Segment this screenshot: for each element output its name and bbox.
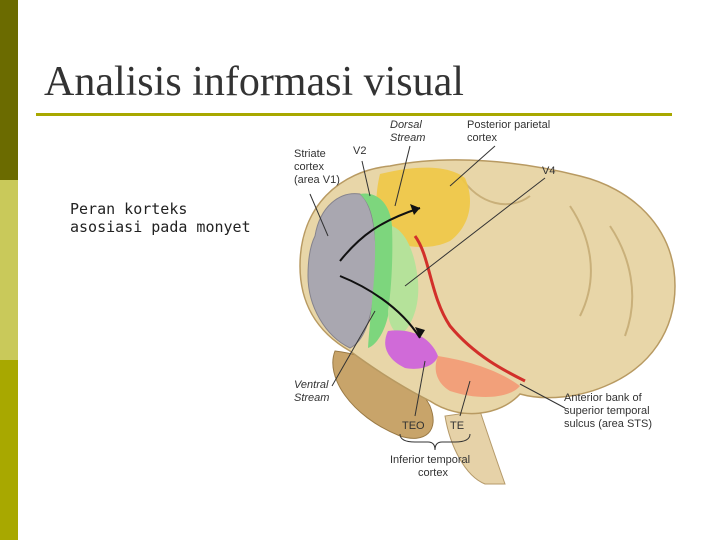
label-striate: Striate xyxy=(294,148,326,160)
it-cortex-brace xyxy=(399,433,471,451)
gyrus-line xyxy=(569,205,592,317)
label-v2: V2 xyxy=(353,145,366,157)
label-it-cortex: cortex xyxy=(418,467,448,479)
label-posterior-parietal: Posterior parietal xyxy=(467,119,550,131)
slide-title: Analisis informasi visual xyxy=(44,59,464,105)
ventral-stream-arrow xyxy=(339,275,421,339)
leader-line xyxy=(309,193,329,237)
dorsal-stream-arrow xyxy=(339,207,421,262)
label-dorsal-stream: Dorsal xyxy=(390,119,422,131)
label-ventral-stream: Ventral xyxy=(294,379,329,391)
side-bar-top xyxy=(0,0,18,180)
dorsal-arrowhead xyxy=(410,204,420,215)
area-te xyxy=(435,356,520,398)
ventral-arrowhead xyxy=(415,327,425,338)
area-teo xyxy=(385,330,438,369)
leader-line xyxy=(331,310,376,387)
label-ventral-stream: Stream xyxy=(294,392,329,404)
label-sts: sulcus (area STS) xyxy=(564,418,652,430)
slide-caption: Peran korteks asosiasi pada monyet xyxy=(70,200,251,236)
label-it-cortex: Inferior temporal xyxy=(390,454,470,466)
label-sts: superior temporal xyxy=(564,405,650,417)
label-striate: cortex xyxy=(294,161,324,173)
label-striate: (area V1) xyxy=(294,174,340,186)
label-teo: TEO xyxy=(402,420,425,432)
label-te: TE xyxy=(450,420,464,432)
side-bar-bottom xyxy=(0,360,18,540)
leader-line xyxy=(459,380,471,417)
label-posterior-parietal: cortex xyxy=(467,132,497,144)
sts-sulcus xyxy=(413,235,526,383)
side-bar-middle xyxy=(0,180,18,360)
brain-diagram: Dorsal Stream Posterior parietal cortex … xyxy=(294,119,676,485)
leader-line xyxy=(394,145,411,207)
label-dorsal-stream: Stream xyxy=(390,132,425,144)
leader-line xyxy=(414,360,426,417)
label-v4: V4 xyxy=(542,165,555,177)
leader-line xyxy=(449,145,496,187)
leader-line xyxy=(404,177,546,287)
gyrus-line xyxy=(609,225,634,337)
monkey-brain-figure: Dorsal Stream Posterior parietal cortex … xyxy=(280,116,680,486)
leader-line xyxy=(361,160,371,197)
brainstem xyxy=(444,410,506,485)
area-v2 xyxy=(360,193,394,348)
title-underline xyxy=(36,113,672,116)
label-sts: Anterior bank of xyxy=(564,392,643,404)
leader-line xyxy=(519,383,566,409)
